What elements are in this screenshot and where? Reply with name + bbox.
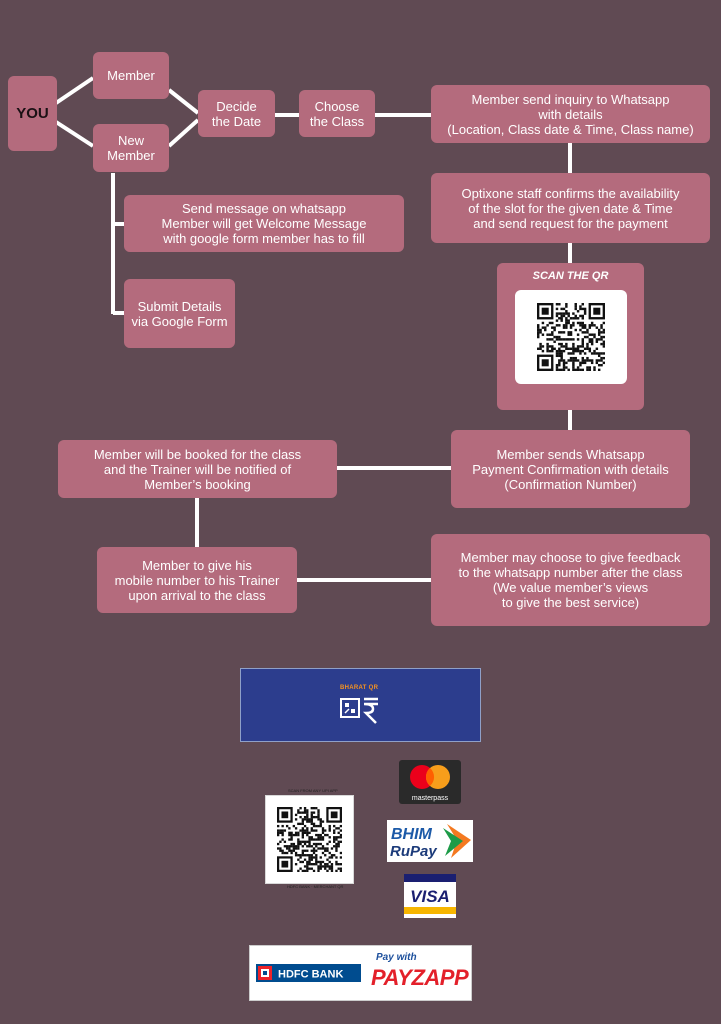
- choose-class-node: Choose the Class: [299, 90, 375, 137]
- small-qr-caption: SCAN FROM ANY UPI APP: [288, 788, 338, 793]
- masterpass-label: masterpass: [412, 795, 449, 802]
- decide-date-node: Decide the Date: [198, 90, 275, 137]
- booked-node: Member will be booked for the class and …: [58, 440, 337, 498]
- staff-confirms-node: Optixone staff confirms the availability…: [431, 173, 710, 243]
- member-node: Member: [93, 52, 169, 99]
- bhim-rupay-logo: BHIM RuPay: [387, 820, 473, 862]
- send-message-node: Send message on whatsapp Member will get…: [124, 195, 404, 252]
- mobile-number-node: Member to give his mobile number to his …: [97, 547, 297, 613]
- qr-code-icon: [537, 303, 605, 371]
- small-qr-code-icon: [277, 807, 342, 872]
- bharat-qr-icon: [340, 697, 378, 724]
- payment-confirmation-node: Member sends Whatsapp Payment Confirmati…: [451, 430, 690, 508]
- payzapp-label: PAYZAPP: [371, 965, 469, 990]
- you-node: YOU: [8, 76, 57, 151]
- rupay-label: RuPay: [390, 843, 437, 860]
- small-qr-footer: HDFC BANK · MERCHANT QR: [287, 884, 344, 889]
- pay-with-label: Pay with: [376, 952, 417, 963]
- bhim-label: BHIM: [391, 826, 433, 843]
- send-inquiry-node: Member send inquiry to Whatsapp with det…: [431, 85, 710, 143]
- hdfc-label: HDFC BANK: [278, 969, 343, 981]
- submit-details-node: Submit Details via Google Form: [124, 279, 235, 348]
- hdfc-payzapp-logo: HDFC BANK Pay with PAYZAPP: [249, 945, 472, 1001]
- masterpass-logo: masterpass: [399, 760, 461, 804]
- visa-logo: VISA: [404, 874, 456, 918]
- bharat-qr-logo: BHARAT QR: [240, 668, 481, 742]
- small-qr-card: [265, 795, 354, 884]
- feedback-node: Member may choose to give feedback to th…: [431, 534, 710, 626]
- visa-label: VISA: [410, 887, 450, 906]
- qr-card: [515, 290, 627, 384]
- scan-qr-node: SCAN THE QR: [497, 263, 644, 410]
- scan-qr-title: SCAN THE QR: [532, 270, 609, 282]
- bharat-qr-label: BHARAT QR: [340, 685, 379, 691]
- new-member-node: New Member: [93, 124, 169, 172]
- hdfc-bank-logo: HDFC BANK: [256, 964, 361, 982]
